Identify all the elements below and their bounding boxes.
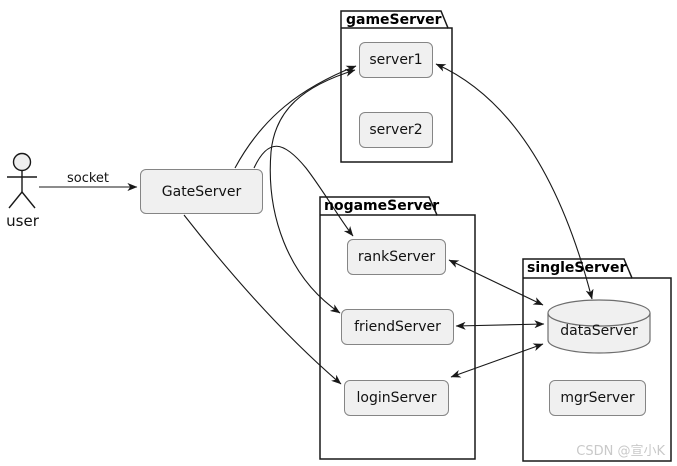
edge-gateserver-server1 bbox=[234, 65, 357, 169]
node-server1: server1 bbox=[359, 42, 433, 78]
node-mgrserver: mgrServer bbox=[549, 380, 646, 416]
package-gameserver-label: gameServer bbox=[346, 12, 442, 28]
edge-loginserver-dataserver bbox=[450, 343, 544, 378]
socket-edge-label: socket bbox=[66, 171, 110, 186]
node-gateserver: GateServer bbox=[140, 169, 263, 214]
node-friendserver: friendServer bbox=[341, 309, 454, 345]
package-singleserver-label: singleServer bbox=[527, 260, 627, 276]
user-actor-icon bbox=[7, 152, 37, 209]
node-server2: server2 bbox=[359, 112, 433, 148]
node-rankserver: rankServer bbox=[347, 239, 446, 275]
node-loginserver: loginServer bbox=[344, 380, 449, 416]
csdn-watermark: CSDN @宣小K bbox=[576, 444, 665, 459]
package-singleserver-outline bbox=[522, 258, 672, 462]
edge-server1-dataserver bbox=[435, 63, 594, 300]
edge-gateserver-loginserver bbox=[183, 214, 342, 385]
edge-friendserver-server1 bbox=[269, 69, 356, 314]
edge-friendserver-dataserver bbox=[455, 320, 545, 330]
edge-rankserver-dataserver bbox=[448, 259, 544, 306]
dataserver-cylinder bbox=[547, 299, 651, 354]
node-dataserver-label: dataServer bbox=[560, 323, 638, 339]
package-nogameserver-label: nogameServer bbox=[324, 198, 440, 214]
user-actor-label: user bbox=[6, 212, 39, 230]
